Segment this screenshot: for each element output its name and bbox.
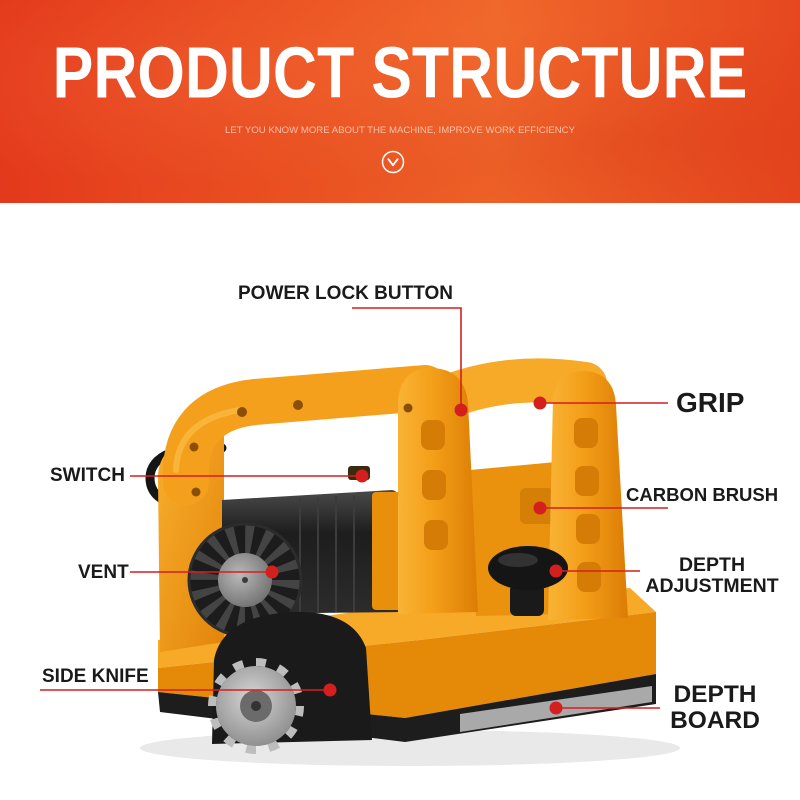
- header-banner: PRODUCT STRUCTURE LET YOU KNOW MORE ABOU…: [0, 0, 800, 203]
- tower-slot: [422, 470, 446, 500]
- callout-dot-depth-board: [549, 701, 563, 715]
- knob-stem: [510, 584, 544, 616]
- callout-dot-power-lock-button: [454, 403, 468, 417]
- icon-chevron: [387, 158, 399, 167]
- label-depth-board-line-1: DEPTH: [673, 681, 757, 708]
- callout-dot-switch: [355, 469, 369, 483]
- side-knife-teeth: [208, 658, 304, 754]
- vent-center-screw: [242, 577, 248, 583]
- page-title: PRODUCT STRUCTURE: [52, 32, 748, 114]
- vent-fins: [190, 525, 300, 635]
- callout-dot-grip: [533, 396, 547, 410]
- blade-center-bolt: [251, 701, 261, 711]
- callout-dot-side-knife: [323, 683, 337, 697]
- tower-slot: [576, 514, 600, 544]
- handle-hole: [191, 487, 201, 497]
- rear-handle-highlight: [173, 407, 243, 473]
- handle-hole: [293, 400, 303, 410]
- callout-line-power-lock-button: [352, 307, 462, 405]
- label-carbon-brush: CARBON BRUSH: [626, 484, 779, 505]
- callout-dot-carbon-brush: [533, 501, 547, 515]
- callout-dot-vent: [265, 565, 279, 579]
- label-depth-board: DEPTH BOARD: [667, 682, 763, 734]
- label-switch: SWITCH: [50, 465, 125, 486]
- electric-planer-icon: [40, 307, 680, 766]
- tower-slot: [424, 520, 448, 550]
- handle-hole: [237, 407, 247, 417]
- motor-collar: [372, 492, 402, 610]
- callout-dot-depth-adjustment: [549, 564, 563, 578]
- tower-slot: [421, 420, 445, 450]
- label-depth-adjustment-line-2: ADJUSTMENT: [645, 575, 779, 597]
- handle-hole: [189, 442, 199, 452]
- label-grip: GRIP: [676, 387, 745, 418]
- label-vent: VENT: [78, 562, 129, 583]
- tower-slot: [575, 466, 599, 496]
- label-depth-adjustment-line-1: DEPTH: [678, 554, 746, 576]
- page-subtitle: LET YOU KNOW MORE ABOUT THE MACHINE, IMP…: [224, 125, 576, 136]
- icon-circle: [381, 150, 405, 174]
- callout-lines: [40, 307, 668, 709]
- tower-slot: [574, 418, 598, 448]
- label-depth-adjustment: DEPTH ADJUSTMENT: [644, 555, 780, 597]
- label-depth-board-line-2: BOARD: [670, 707, 760, 734]
- chevron-down-circle-icon: [381, 150, 405, 174]
- callout-dots: [265, 396, 563, 715]
- tower-slot: [577, 562, 601, 592]
- label-side-knife: SIDE KNIFE: [42, 666, 149, 687]
- label-power-lock-button: POWER LOCK BUTTON: [238, 283, 453, 304]
- handle-hole: [403, 403, 413, 413]
- knob-highlight: [498, 553, 538, 567]
